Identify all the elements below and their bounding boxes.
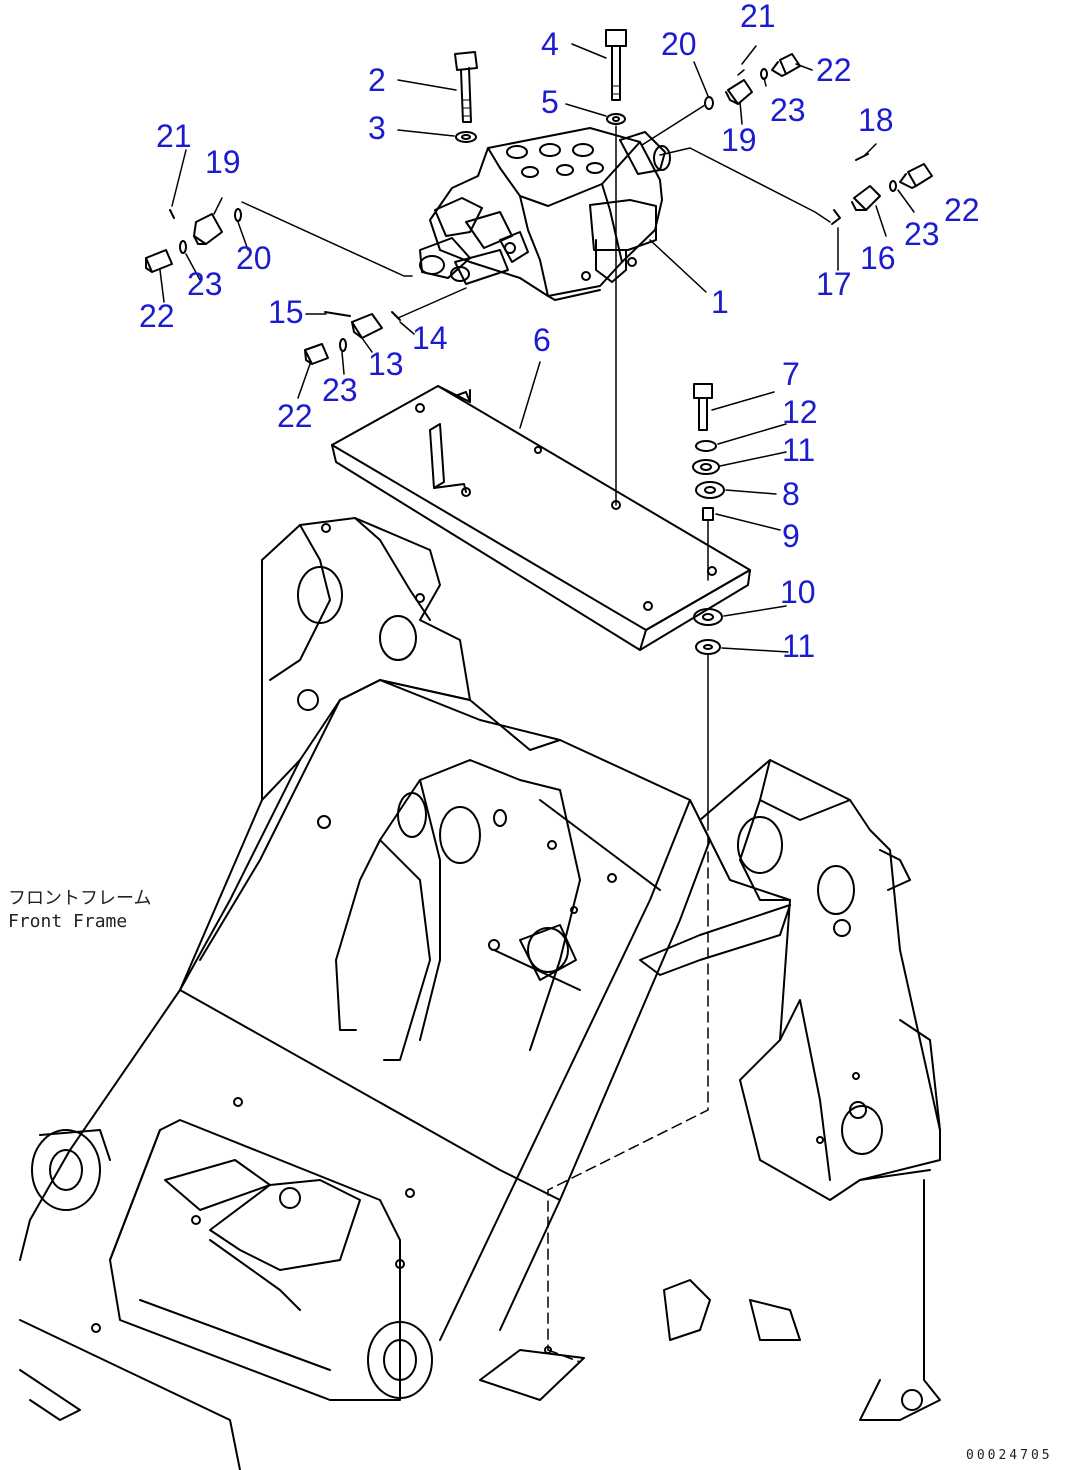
callout-23-left: 23 xyxy=(187,266,223,302)
callout-11-lower: 11 xyxy=(782,628,816,664)
callout-13: 13 xyxy=(368,346,404,382)
callout-5: 5 xyxy=(541,84,559,120)
callout-19-right: 19 xyxy=(721,122,757,158)
callout-2: 2 xyxy=(368,62,386,98)
callout-4: 4 xyxy=(541,26,559,62)
callout-14: 14 xyxy=(412,320,448,356)
front-frame xyxy=(19,517,711,1470)
callout-1: 1 xyxy=(711,284,729,320)
callout-8: 8 xyxy=(782,476,800,512)
callout-15: 15 xyxy=(268,294,304,330)
callout-21-left: 21 xyxy=(156,118,192,154)
callout-6: 6 xyxy=(533,322,551,358)
front-frame-label: フロントフレーム Front Frame xyxy=(8,888,151,933)
fitting-group-left xyxy=(145,201,413,277)
callout-18: 18 xyxy=(858,102,894,138)
bolt-stack-7 xyxy=(692,383,725,821)
base-bracket xyxy=(479,1346,585,1401)
bolt-2 xyxy=(454,51,478,143)
callout-12: 12 xyxy=(782,394,818,430)
fitting-group-right xyxy=(659,147,933,225)
hidden-lines xyxy=(547,819,709,1363)
fitting-group-lower-left xyxy=(304,287,467,365)
fitting-group-upper-right xyxy=(641,53,801,146)
callout-20-right: 20 xyxy=(661,26,697,62)
callout-10: 10 xyxy=(780,574,816,610)
callout-23-lower-left: 23 xyxy=(322,372,358,408)
callout-22-right: 22 xyxy=(944,192,980,228)
callout-7: 7 xyxy=(782,356,800,392)
front-frame-label-english: Front Frame xyxy=(8,910,128,932)
callout-23-upper-right: 23 xyxy=(770,92,806,128)
callout-23-right: 23 xyxy=(904,216,940,252)
callout-3: 3 xyxy=(368,110,386,146)
front-frame-label-japanese: フロントフレーム xyxy=(8,888,152,909)
callout-21-right: 21 xyxy=(740,0,776,34)
right-tower xyxy=(639,759,941,1421)
drawing-code: 00024705 xyxy=(966,1448,1053,1463)
callout-16: 16 xyxy=(860,240,896,276)
control-valve-assembly xyxy=(419,127,671,301)
callout-20-left: 20 xyxy=(236,240,272,276)
callout-11-upper: 11 xyxy=(782,432,816,468)
callout-19-left: 19 xyxy=(205,144,241,180)
callout-22-left: 22 xyxy=(139,298,175,334)
mounting-plate xyxy=(331,385,751,651)
bolt-4 xyxy=(605,29,627,506)
leader-lines xyxy=(159,43,915,653)
callout-22-lower-left: 22 xyxy=(277,398,313,434)
callout-17: 17 xyxy=(816,266,852,302)
callout-22-upper-right: 22 xyxy=(816,52,852,88)
callout-9: 9 xyxy=(782,518,800,554)
